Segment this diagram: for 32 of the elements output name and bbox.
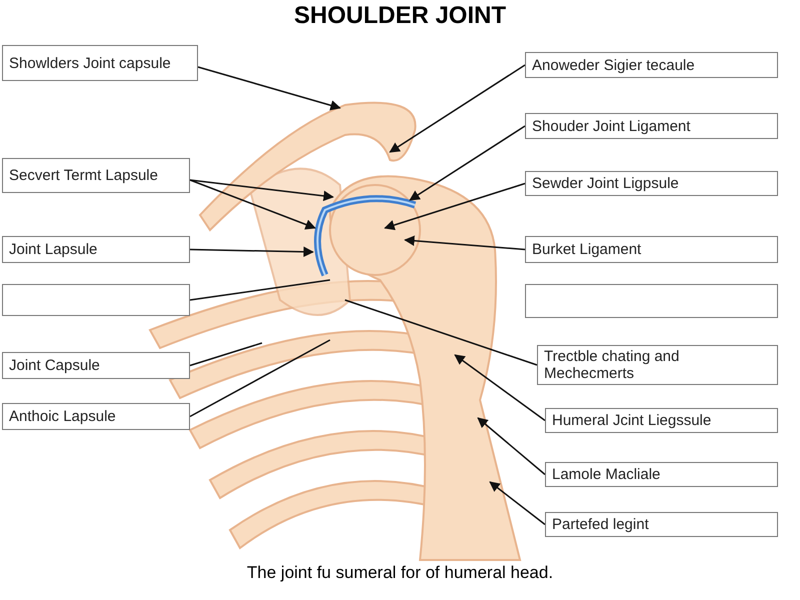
callout-label: Humeral Jcint Liegssule xyxy=(545,408,778,433)
leader-line xyxy=(454,354,546,422)
leader-line xyxy=(190,279,330,301)
callout-label: Showlders Joint capsule xyxy=(2,45,198,81)
callout-label: Sewder Joint Ligpsule xyxy=(525,171,778,196)
diagram-caption: The joint fu sumeral for of humeral head. xyxy=(246,563,554,583)
leader-line xyxy=(409,125,526,201)
callout-label: Partefed legint xyxy=(545,512,778,537)
callout-label: Lamole Macliale xyxy=(545,462,778,487)
blank-callout-box xyxy=(525,284,778,318)
callout-label: Secvert Termt Lapsule xyxy=(2,158,190,193)
leader-line xyxy=(190,246,314,258)
leader-line xyxy=(190,179,334,202)
leader-line xyxy=(190,179,316,230)
diagram-title: SHOULDER JOINT xyxy=(292,2,507,30)
leader-line xyxy=(404,236,526,250)
leader-line xyxy=(389,64,526,153)
leader-line xyxy=(344,299,538,366)
leader-line xyxy=(198,66,341,110)
callout-label: Joint Lapsule xyxy=(2,236,190,263)
leader-line xyxy=(477,417,546,476)
callout-label: Shouder Joint Ligament xyxy=(525,113,778,139)
leader-line xyxy=(489,481,546,526)
callout-label: Anoweder Sigier tecaule xyxy=(525,52,778,78)
callout-label: Burket Ligament xyxy=(525,236,778,263)
callout-label: Joint Capsule xyxy=(2,352,190,379)
leader-line xyxy=(384,182,526,230)
callout-label: Anthoic Lapsule xyxy=(2,403,190,430)
callout-label: Trectble chating and Mechecmerts xyxy=(537,345,778,385)
blank-callout-box xyxy=(2,284,190,316)
leader-line xyxy=(190,342,262,366)
leader-line xyxy=(190,339,330,418)
